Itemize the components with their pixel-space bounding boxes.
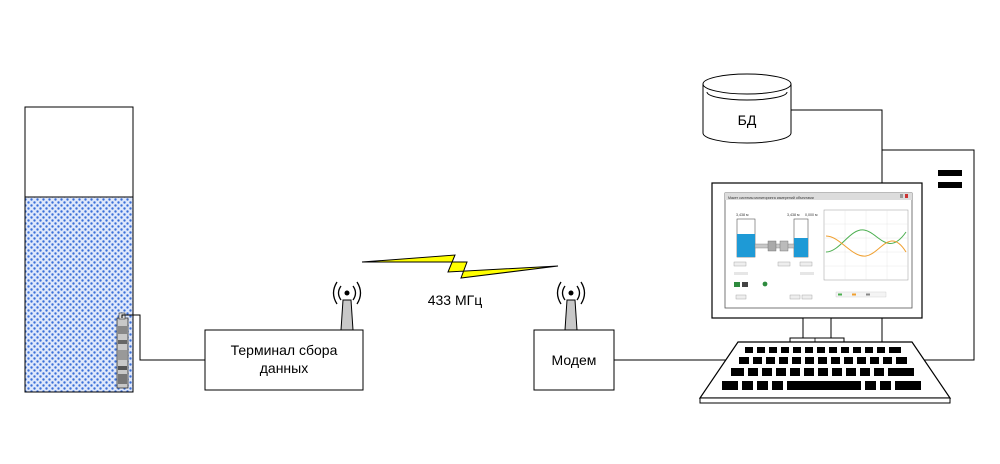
- database-cable: [791, 109, 883, 150]
- monitoring-app-screen: Макет системы мониторинга измерений объе…: [724, 192, 913, 309]
- modem-box: Модем: [533, 329, 615, 391]
- antenna-icon: [556, 281, 586, 331]
- water-fill: [24, 196, 134, 393]
- screen-chart-line-orange: [825, 235, 907, 257]
- modem-label: Модем: [552, 352, 597, 368]
- screen-chart-grid: [824, 210, 908, 280]
- sensor-cable: [121, 314, 205, 361]
- keyboard-icon: [698, 341, 952, 404]
- radio-frequency-label: 433 МГц: [428, 292, 483, 308]
- screen-chart-line-green: [825, 229, 907, 253]
- database-icon: БД: [702, 73, 792, 144]
- screen-tank-right-value: 3,438 м: [787, 213, 800, 217]
- water-tank: [24, 106, 134, 393]
- terminal-label-line1: Терминал сбора: [231, 342, 338, 358]
- sensor-probe-icon: [116, 312, 129, 389]
- screen-tank-left-value: 3,438 м: [736, 213, 749, 217]
- terminal-label-line2: данных: [260, 360, 308, 376]
- lightning-bolt-icon: [361, 254, 559, 279]
- screen-title: Макет системы мониторинга измерений объе…: [728, 196, 814, 200]
- database-label: БД: [738, 112, 757, 128]
- antenna-icon: [332, 281, 362, 331]
- terminal-box: Терминал сбора данных: [204, 329, 364, 391]
- screen-tank-right-value2: 0,000 м: [805, 213, 818, 217]
